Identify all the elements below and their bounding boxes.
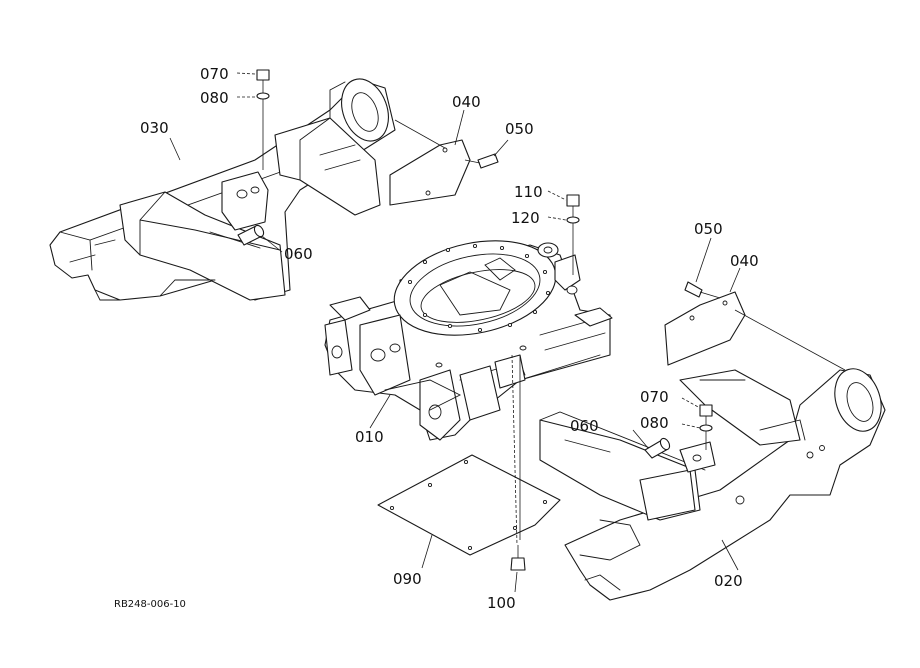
callout-labels: 070 080 030 040 050 060 110 120 050 040 … <box>114 65 759 612</box>
bolt-bottom <box>510 354 526 571</box>
callout-060-right: 060 <box>570 417 599 435</box>
center-frame <box>324 240 613 441</box>
callout-040-left: 040 <box>452 93 481 111</box>
callout-030: 030 <box>140 119 169 137</box>
reference-code: RB248-006-10 <box>114 599 186 610</box>
right-track-frame <box>539 368 886 601</box>
under-cover <box>377 454 561 556</box>
callout-010: 010 <box>355 428 384 446</box>
bolt-left <box>256 69 270 170</box>
bolt-050-right <box>684 281 721 299</box>
callout-120: 120 <box>511 209 540 227</box>
callout-leaders <box>169 72 741 593</box>
left-track-frame <box>49 78 396 301</box>
callout-050-left: 050 <box>505 120 534 138</box>
callout-100: 100 <box>487 594 516 612</box>
bolt-050-left <box>464 153 499 169</box>
pin-left <box>237 224 265 246</box>
callout-090: 090 <box>393 570 422 588</box>
callout-020: 020 <box>714 572 743 590</box>
pin-right <box>644 437 671 459</box>
callout-070-right: 070 <box>640 388 669 406</box>
cover-right <box>664 291 846 371</box>
callout-070-left: 070 <box>200 65 229 83</box>
callout-060-left: 060 <box>284 245 313 263</box>
cover-left <box>389 119 471 206</box>
callout-110: 110 <box>514 183 543 201</box>
bolt-right <box>699 404 713 450</box>
callout-050-right: 050 <box>694 220 723 238</box>
callout-080-left: 080 <box>200 89 229 107</box>
bolt-center-top <box>566 194 580 275</box>
ring-holes <box>407 243 551 333</box>
callout-040-right: 040 <box>730 252 759 270</box>
callout-080-right: 080 <box>640 414 669 432</box>
